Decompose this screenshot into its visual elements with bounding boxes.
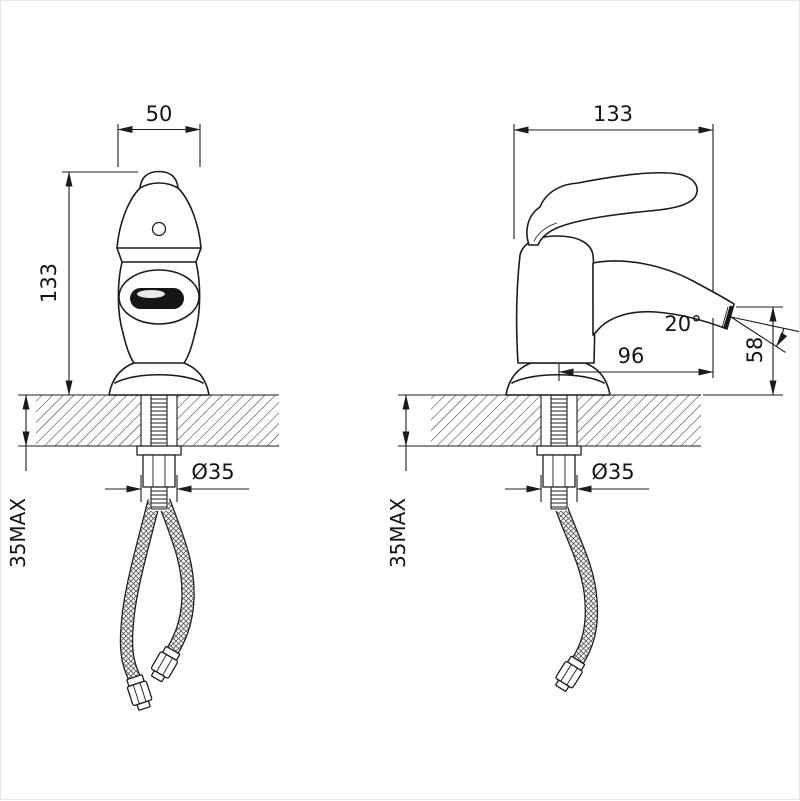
nut-facets <box>152 455 166 487</box>
lever-detail-line <box>533 222 558 242</box>
base-curve <box>511 373 605 384</box>
deck-hole-edges <box>140 395 178 446</box>
dim-side-top-width-label: 133 <box>593 102 633 126</box>
neck <box>116 247 202 263</box>
hose-braid <box>553 499 597 665</box>
dim-front-deck-thickness: 35MAX <box>6 394 37 568</box>
extension-lines <box>18 445 37 471</box>
lower-body-sides <box>122 332 196 364</box>
spout <box>592 260 735 336</box>
extension-lines <box>117 124 201 167</box>
dim-side-spout-angle-label: 20° <box>664 312 701 336</box>
dim-side-top-width: 133 <box>513 102 714 292</box>
extension-lines <box>513 124 714 292</box>
front-view: 50 133 35MAX Ø35 <box>6 102 279 713</box>
side-mounting-stud <box>536 395 582 511</box>
angle-arc <box>775 328 788 347</box>
dim-side-outlet-height: 58 <box>703 306 783 396</box>
aerator-highlight <box>137 290 165 298</box>
dim-side-spout-angle: 20° <box>664 312 800 353</box>
deck-hole-edges <box>540 395 578 446</box>
dim-side-outlet-height-label: 58 <box>743 337 767 364</box>
front-countertop-section <box>36 394 279 447</box>
front-mounting-stud <box>136 395 182 511</box>
dim-side-deck-thickness: 35MAX <box>386 394 432 568</box>
nut-facets <box>552 455 566 487</box>
dim-side-spout-reach-label: 96 <box>618 344 645 368</box>
base-curve <box>114 373 204 384</box>
dim-side-spout-reach: 96 <box>558 318 714 381</box>
washer <box>136 445 182 456</box>
dim-front-height-label: 133 <box>37 263 61 303</box>
hatch-left <box>36 395 141 446</box>
front-hoses <box>119 498 195 713</box>
hatch-right <box>177 395 279 446</box>
extension-lines <box>398 394 432 471</box>
stud-threads <box>551 398 567 508</box>
cartridge-body <box>515 235 596 364</box>
dim-front-top-width-label: 50 <box>146 102 173 126</box>
side-hose <box>551 498 599 695</box>
hatch-right <box>577 395 701 446</box>
dim-front-height: 133 <box>18 171 138 396</box>
dim-front-deck-thickness-label: 35MAX <box>6 498 30 568</box>
washer <box>536 445 582 456</box>
side-countertop-section <box>431 394 701 447</box>
aerator-inner-line <box>721 306 729 329</box>
mounting-nut <box>142 454 176 488</box>
dim-front-hole-diameter: Ø35 <box>105 460 249 502</box>
side-faucet-body <box>505 171 735 396</box>
hose-right-braid <box>158 499 194 655</box>
handle-button <box>151 221 167 237</box>
handle-skirt <box>116 181 202 249</box>
dim-side-hole-diameter-label: Ø35 <box>591 460 634 484</box>
hose-fitting-icon <box>124 673 155 713</box>
handle-cap <box>139 170 179 189</box>
dim-side-hole-diameter: Ø35 <box>505 460 649 502</box>
mounting-nut <box>542 454 576 488</box>
stud-threads <box>151 398 167 508</box>
dim-side-deck-thickness-label: 35MAX <box>386 498 410 568</box>
aerator-face <box>723 305 734 329</box>
hatch-left <box>431 395 541 446</box>
dim-front-hole-diameter-label: Ø35 <box>191 460 234 484</box>
lever-handle <box>526 171 698 246</box>
dim-front-top-width: 50 <box>117 102 201 167</box>
side-view: 133 96 20° 58 35MAX <box>386 102 800 695</box>
front-faucet-body <box>108 170 210 396</box>
extension-lines <box>18 171 138 396</box>
hose-left-braid <box>121 499 160 682</box>
